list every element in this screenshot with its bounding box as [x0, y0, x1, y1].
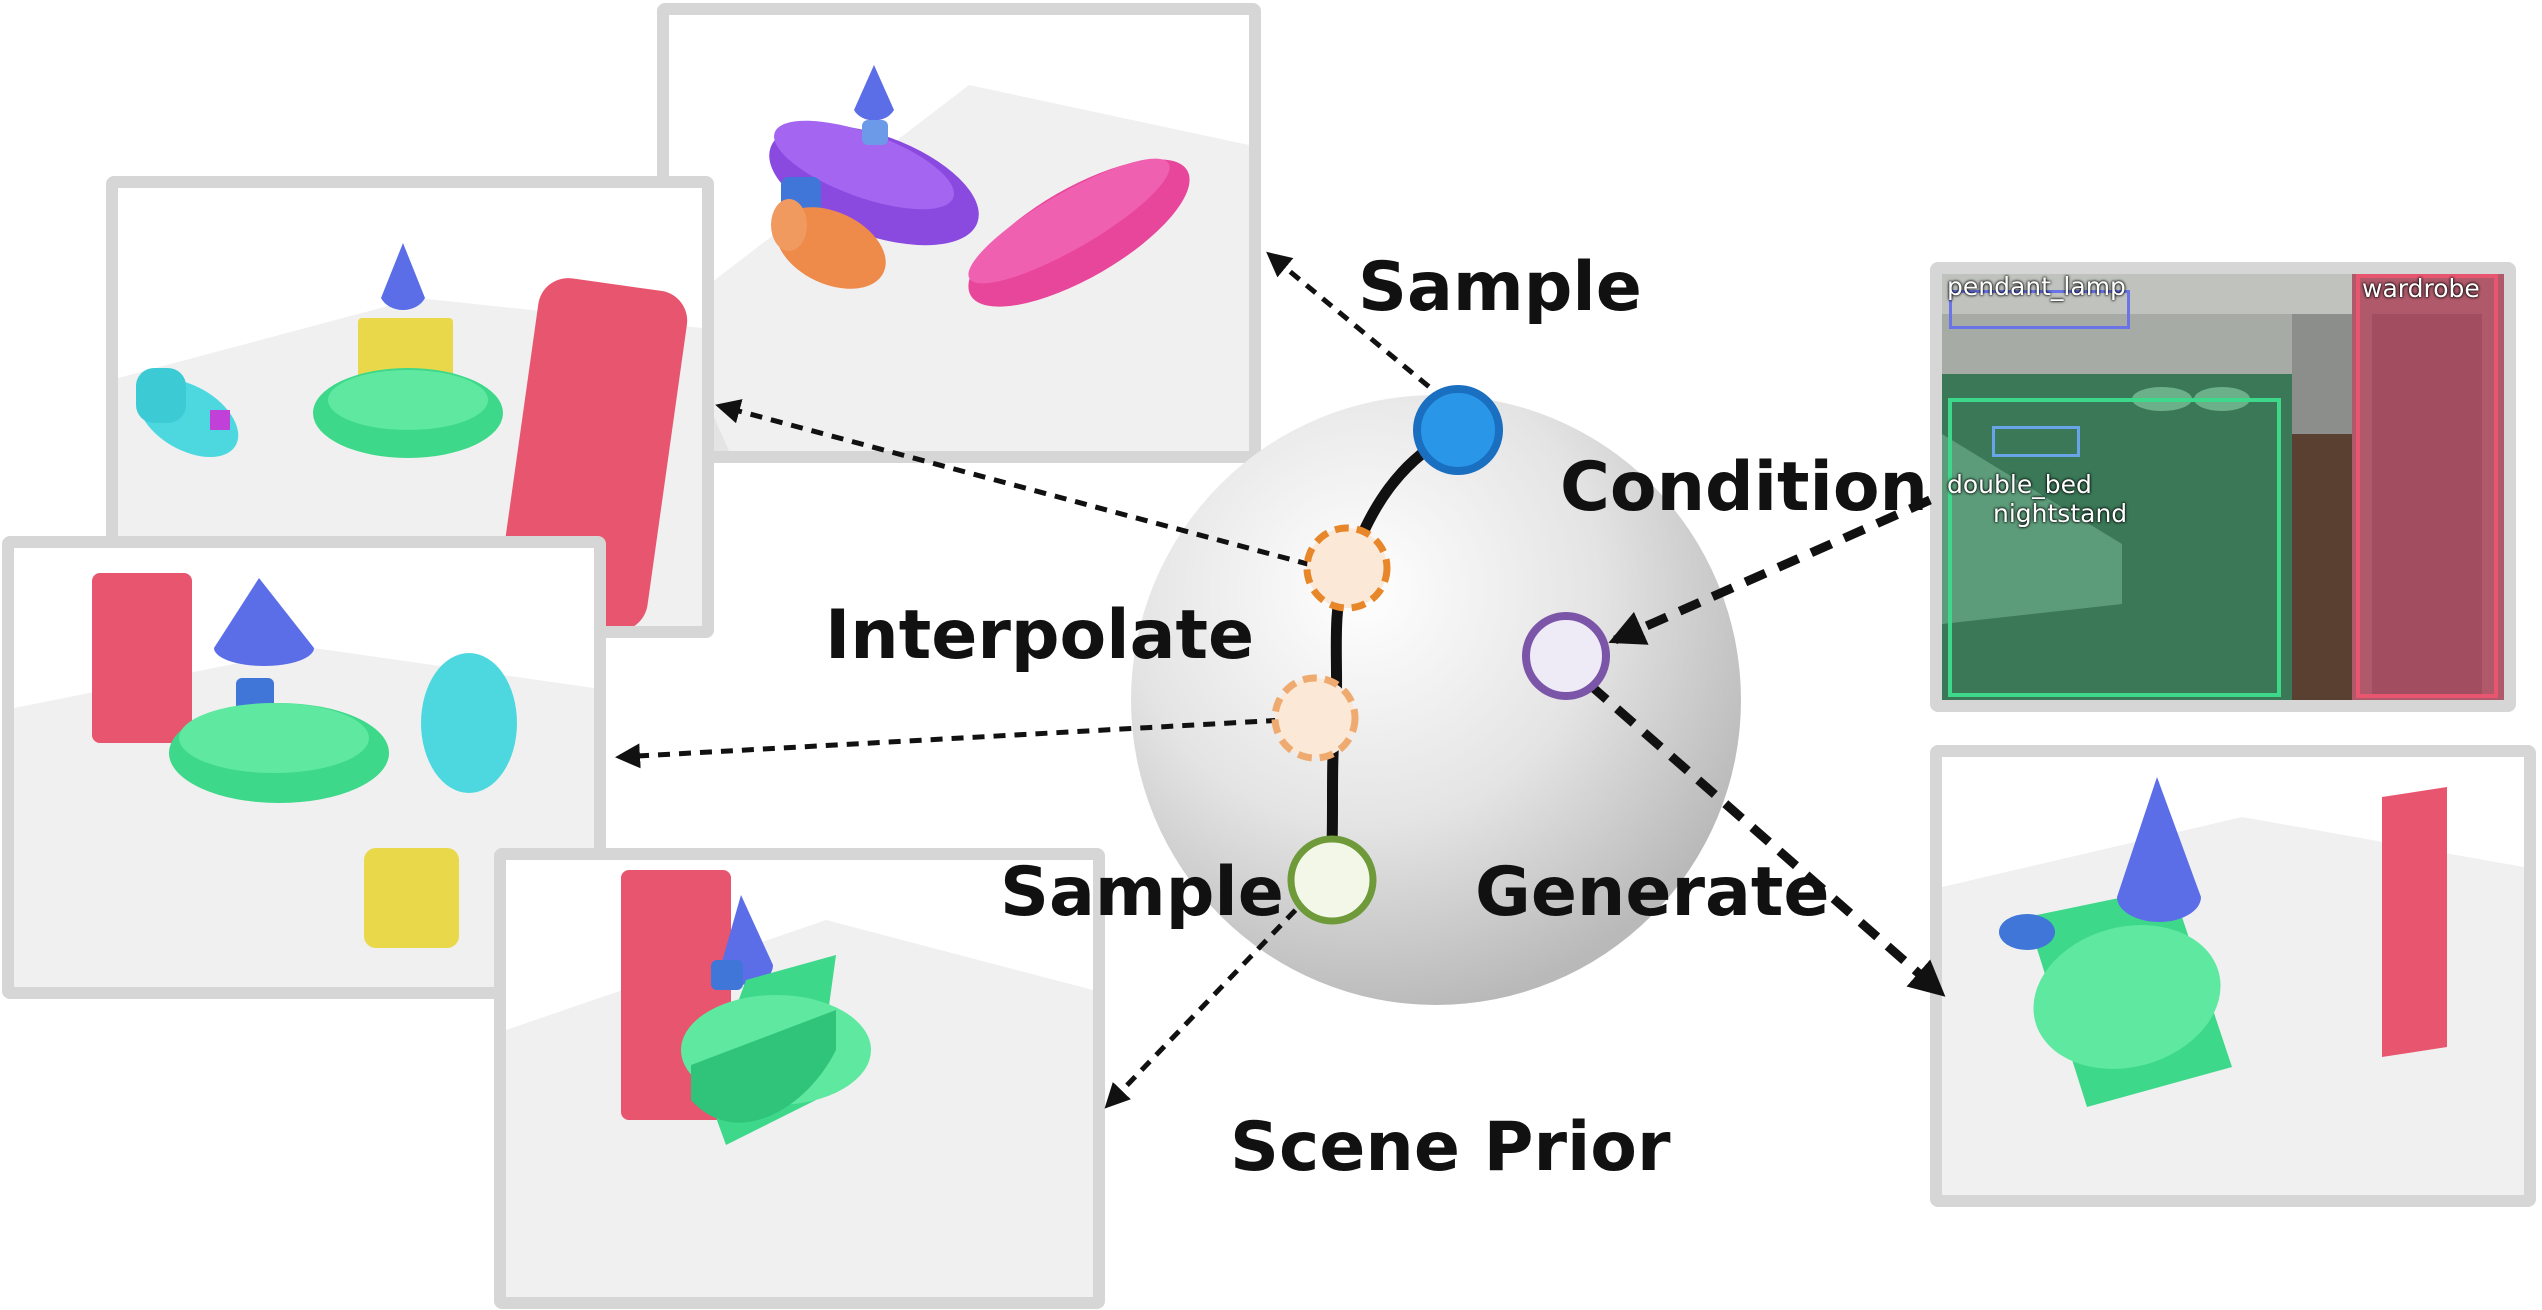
latent-path: [1324, 424, 1466, 886]
interpolate-node-2: [1271, 674, 1359, 762]
condition-image: pendant_lamp wardrobe double_bed nightst…: [1930, 262, 2516, 712]
double-bed-label: double_bed: [1947, 470, 2092, 499]
condition-label: Condition: [1560, 448, 1928, 527]
sampled-scene-bottom: [494, 848, 1105, 1309]
double-bed-box: [1948, 398, 2281, 697]
scene-prior-label: Scene Prior: [1230, 1108, 1671, 1187]
sample-top-node: [1413, 385, 1503, 475]
sample-top-label: Sample: [1358, 248, 1642, 327]
sample-bottom-label: Sample: [1000, 853, 1284, 932]
wardrobe-label: wardrobe: [2362, 274, 2480, 303]
generate-label: Generate: [1475, 853, 1830, 932]
sample-bottom-node: [1287, 835, 1377, 925]
generated-scene: [1930, 745, 2536, 1207]
latent-sphere: [1131, 395, 1741, 1005]
pendant-lamp-label: pendant_lamp: [1947, 272, 2126, 301]
arrows: [615, 251, 1946, 1109]
interpolated-scene-2: [2, 536, 606, 999]
interpolate-node-1: [1303, 524, 1391, 612]
pendant-lamp-box: [1949, 290, 2130, 329]
interpolate-label: Interpolate: [825, 596, 1255, 675]
nightstand-label: nightstand: [1993, 499, 2128, 528]
condition-node: [1522, 612, 1610, 700]
wardrobe-box: [2356, 274, 2498, 698]
nightstand-box: [1992, 426, 2080, 457]
